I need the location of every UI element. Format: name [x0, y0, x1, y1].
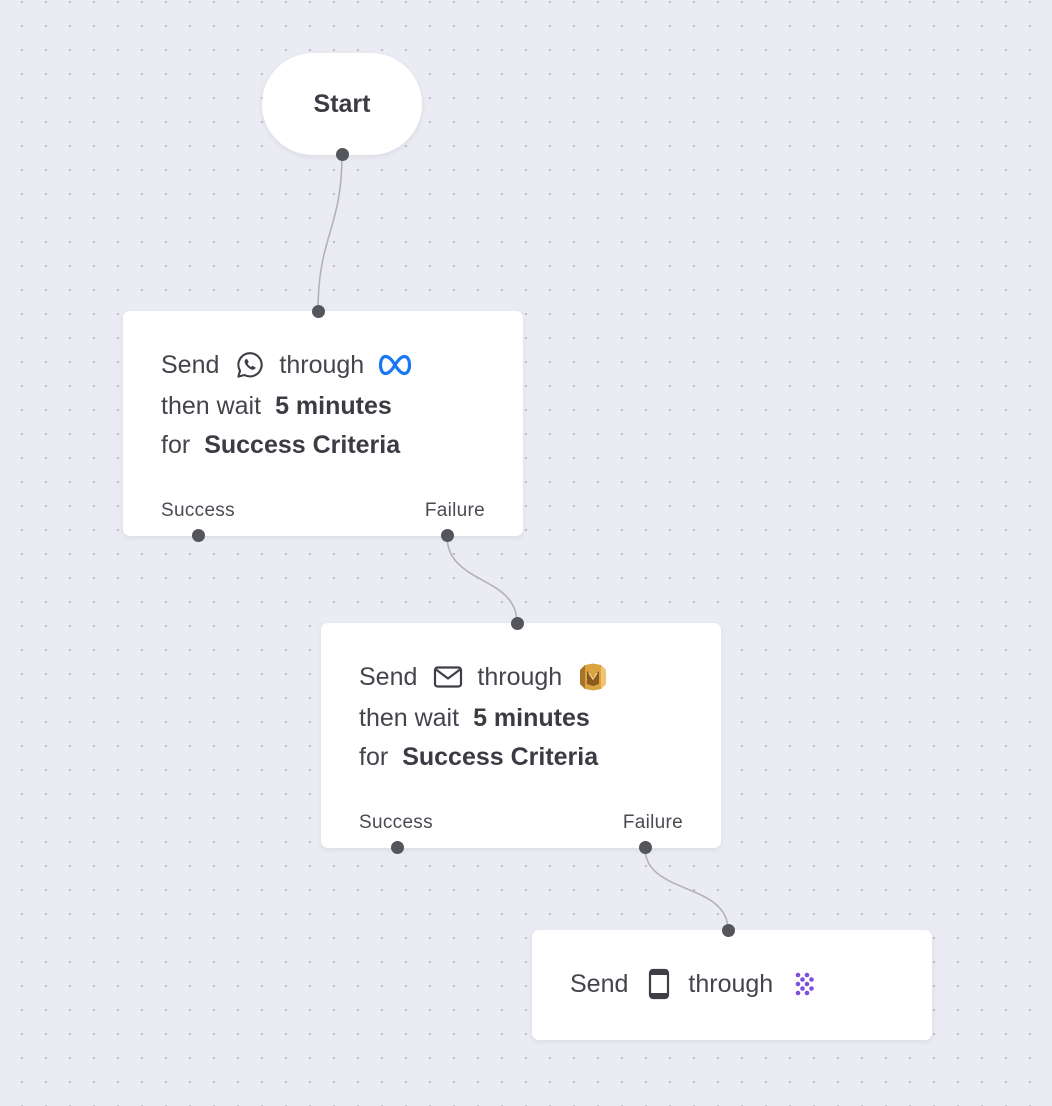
edge-node-2-failure-to-node-3: [644, 847, 729, 931]
edge-start-to-node-1: [317, 153, 343, 312]
start-label: Start: [313, 89, 371, 118]
then-wait-label: then wait: [359, 703, 460, 732]
criteria-value: Success Criteria: [402, 742, 599, 771]
criteria-line: for Success Criteria: [359, 737, 598, 777]
failure-port-label: Failure: [424, 500, 485, 521]
failure-port-label: Failure: [622, 812, 683, 833]
step-node-email[interactable]: Send through then wait 5 minute: [321, 623, 721, 848]
sms-provider-dots-icon: [787, 967, 821, 1001]
whatsapp-icon: [233, 348, 267, 382]
mobile-sms-icon: [642, 967, 676, 1001]
node-1-input-handle[interactable]: [312, 305, 325, 318]
wait-line: then wait 5 minutes: [359, 698, 590, 738]
email-icon: [431, 660, 465, 694]
through-label: through: [688, 969, 774, 998]
edge-node-1-failure-to-node-2: [446, 535, 518, 624]
for-label: for: [161, 430, 191, 459]
for-label: for: [359, 742, 389, 771]
step-node-whatsapp[interactable]: Send through then wait 5 minutes for Suc…: [123, 311, 523, 536]
send-line: Send through: [570, 964, 833, 1004]
node-2-input-handle[interactable]: [511, 617, 524, 630]
wait-line: then wait 5 minutes: [161, 386, 392, 426]
through-label: through: [279, 350, 365, 379]
success-port-label: Success: [161, 500, 235, 521]
node-2-success-handle[interactable]: [391, 841, 404, 854]
step-node-sms[interactable]: Send through: [532, 930, 932, 1040]
start-node[interactable]: Start: [262, 53, 422, 155]
send-label: Send: [161, 350, 220, 379]
send-line: Send through: [359, 657, 622, 697]
criteria-value: Success Criteria: [204, 430, 401, 459]
node-2-failure-handle[interactable]: [639, 841, 652, 854]
node-1-failure-handle[interactable]: [441, 529, 454, 542]
amazon-ses-icon: [576, 660, 610, 694]
send-label: Send: [359, 662, 418, 691]
send-label: Send: [570, 969, 629, 998]
node-1-success-handle[interactable]: [192, 529, 205, 542]
node-3-input-handle[interactable]: [722, 924, 735, 937]
meta-icon: [378, 348, 412, 382]
success-port-label: Success: [359, 812, 433, 833]
start-output-handle[interactable]: [336, 148, 349, 161]
through-label: through: [477, 662, 563, 691]
then-wait-label: then wait: [161, 391, 262, 420]
send-line: Send through: [161, 345, 424, 385]
wait-value: 5 minutes: [275, 391, 392, 420]
criteria-line: for Success Criteria: [161, 425, 400, 465]
wait-value: 5 minutes: [473, 703, 590, 732]
